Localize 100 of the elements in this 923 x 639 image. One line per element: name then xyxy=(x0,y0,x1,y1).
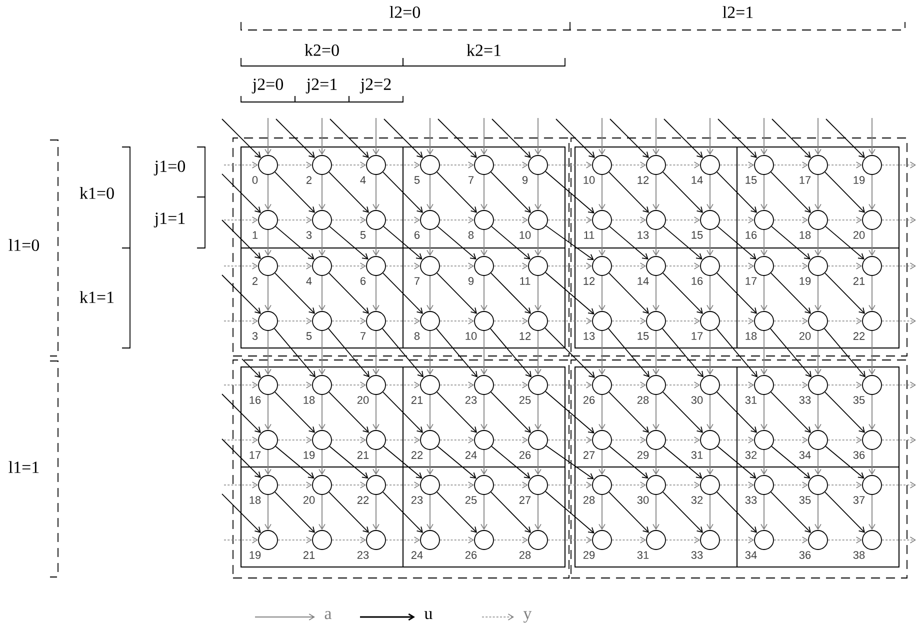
node-number: 24 xyxy=(411,551,423,559)
arrow xyxy=(278,318,312,324)
arrow xyxy=(274,272,316,314)
arrow xyxy=(598,276,606,312)
arrow xyxy=(328,172,370,213)
arrow xyxy=(828,436,862,444)
node-number: 32 xyxy=(745,451,757,459)
arrow xyxy=(598,230,606,256)
node-number: 27 xyxy=(583,451,595,459)
arrow xyxy=(438,118,477,158)
node-number: 25 xyxy=(465,496,477,504)
arrow xyxy=(318,330,326,376)
node-number: 37 xyxy=(853,496,865,504)
arrow xyxy=(328,328,370,378)
arrow xyxy=(436,492,478,533)
arrow xyxy=(274,328,316,378)
arrow xyxy=(882,482,916,488)
arrow xyxy=(612,536,646,544)
node-number: 19 xyxy=(800,277,811,285)
arrow xyxy=(666,536,700,544)
arrow xyxy=(828,536,862,544)
node-number: 17 xyxy=(800,176,811,184)
bracket-label: k1=0 xyxy=(80,187,114,199)
arrow xyxy=(770,492,812,533)
arrow xyxy=(608,392,650,433)
arrow xyxy=(720,262,754,270)
arrow xyxy=(824,172,866,213)
node-number: 24 xyxy=(465,451,477,459)
arrow xyxy=(440,536,474,544)
arrow xyxy=(426,494,434,530)
arrow xyxy=(662,328,704,378)
arrow xyxy=(491,446,530,479)
arrow xyxy=(278,162,312,168)
node-number: 38 xyxy=(853,551,865,559)
arrow xyxy=(663,226,702,260)
arrow xyxy=(386,536,420,544)
arrow xyxy=(770,172,812,213)
group-box xyxy=(232,138,570,356)
arrow xyxy=(264,450,272,476)
arrow xyxy=(264,174,272,210)
block-box xyxy=(736,146,900,248)
node-number: 22 xyxy=(853,332,865,340)
arrow xyxy=(436,172,478,213)
arrow xyxy=(534,450,542,476)
arrow xyxy=(382,328,424,378)
group-box xyxy=(232,360,570,578)
arrow xyxy=(440,318,474,324)
node-number: 28 xyxy=(637,396,649,404)
arrow xyxy=(666,262,700,270)
node-number: 5 xyxy=(360,231,366,239)
block-box xyxy=(574,366,738,468)
bracket-label: j2=1 xyxy=(306,78,337,94)
node-number: 6 xyxy=(414,231,420,239)
arrow xyxy=(608,492,650,533)
arrow xyxy=(494,162,528,168)
arrow xyxy=(534,230,542,256)
block-box xyxy=(240,466,404,568)
arrow xyxy=(720,536,754,544)
arrow xyxy=(242,358,261,378)
arrow xyxy=(224,482,258,488)
arrow xyxy=(534,330,542,376)
arrow xyxy=(612,482,646,488)
arrow xyxy=(548,262,592,270)
arrow xyxy=(608,328,650,378)
node-number: 16 xyxy=(250,396,261,404)
node-number: 26 xyxy=(583,396,595,404)
arrow xyxy=(440,262,474,270)
arrow xyxy=(598,394,606,430)
node-number: 31 xyxy=(691,451,703,459)
arrow xyxy=(548,382,592,388)
node-number: 19 xyxy=(854,176,865,184)
arrow xyxy=(814,330,822,376)
arrow xyxy=(318,118,326,156)
bracket-label: j2=2 xyxy=(360,78,391,94)
arrow xyxy=(490,272,532,314)
group-box xyxy=(570,138,908,356)
arrow xyxy=(329,446,368,479)
arrow xyxy=(332,162,366,168)
arrow xyxy=(278,482,312,488)
arrow xyxy=(882,162,916,168)
node-number: 17 xyxy=(746,277,757,285)
arrow xyxy=(882,382,916,388)
arrow xyxy=(494,318,528,324)
arrow xyxy=(556,118,595,158)
arrow xyxy=(384,118,423,158)
node-number: 29 xyxy=(583,551,595,559)
arrow xyxy=(598,118,606,156)
arrow xyxy=(828,382,862,388)
arrow xyxy=(426,118,434,156)
arrow xyxy=(720,318,754,324)
bracket-label: k2=1 xyxy=(466,44,501,56)
arrow xyxy=(278,536,312,544)
arrow xyxy=(222,438,261,478)
node-number: 20 xyxy=(357,396,369,404)
arrow xyxy=(774,482,808,488)
arrow xyxy=(440,436,474,444)
arrow xyxy=(480,276,488,312)
arrow xyxy=(716,172,758,213)
arrow xyxy=(318,494,326,530)
arrow xyxy=(224,318,258,324)
